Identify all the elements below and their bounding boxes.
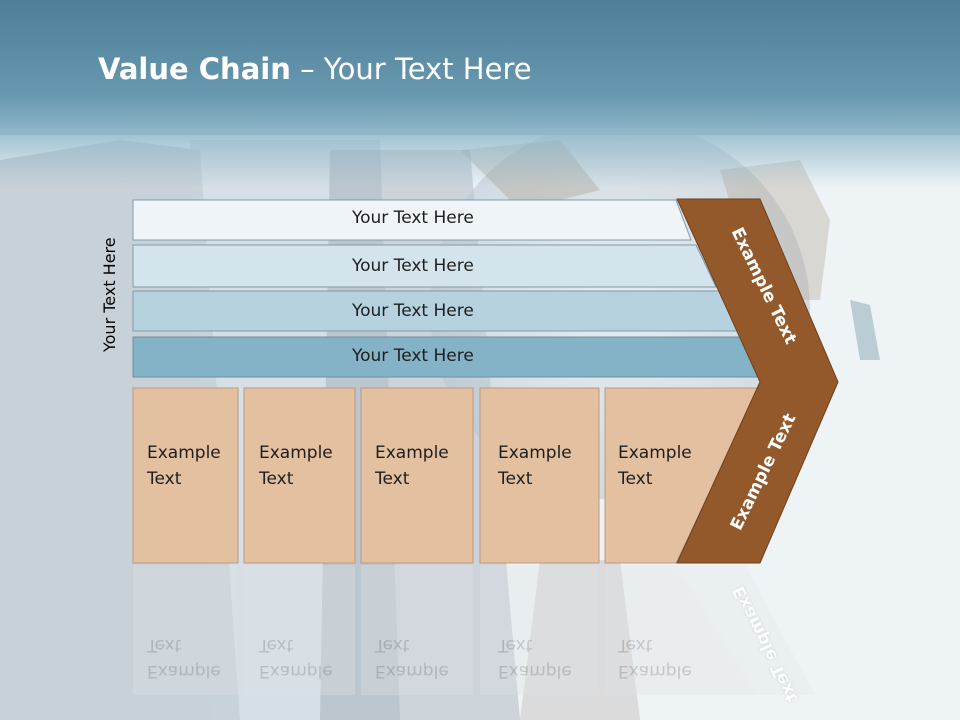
activity-box-1 bbox=[132, 387, 239, 564]
activity-box-3 bbox=[360, 387, 474, 564]
activity-box-4 bbox=[479, 387, 600, 564]
box-reflections bbox=[133, 565, 760, 695]
header-bar bbox=[0, 0, 960, 135]
header-fade bbox=[0, 128, 960, 188]
row-label-1: Your Text Here bbox=[352, 208, 474, 228]
row-label-3: Your Text Here bbox=[352, 301, 474, 321]
activity-box-5 bbox=[604, 387, 761, 564]
activity-box-2 bbox=[243, 387, 356, 564]
row-label-2: Your Text Here bbox=[352, 256, 474, 276]
vertical-label: Your Text Here bbox=[100, 237, 119, 352]
margin-chevron bbox=[676, 198, 839, 564]
title-bold: Value Chain bbox=[98, 52, 291, 86]
title-rest: – Your Text Here bbox=[290, 52, 532, 86]
row-bar-2 bbox=[132, 244, 717, 288]
slide-title: Value Chain – Your Text Here bbox=[98, 52, 532, 86]
row-label-4: Your Text Here bbox=[352, 346, 474, 366]
chevron-reflection bbox=[677, 565, 815, 695]
row-bar-1 bbox=[132, 199, 692, 241]
